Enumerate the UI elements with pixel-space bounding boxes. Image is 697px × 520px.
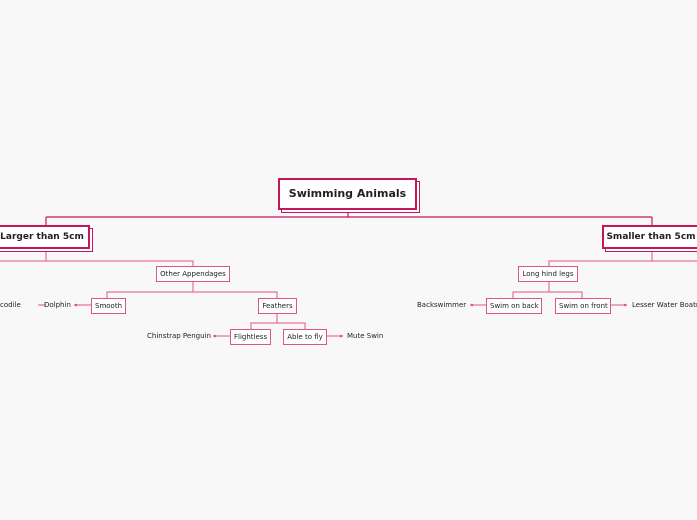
- connector-left-main: [0, 249, 194, 266]
- node-able-to-fly[interactable]: Able to fly: [283, 329, 327, 345]
- node-other-appendages[interactable]: Other Appendages: [156, 266, 230, 282]
- node-smooth[interactable]: Smooth: [91, 298, 126, 314]
- connector-long-hind-legs: [512, 281, 583, 298]
- node-feathers[interactable]: Feathers: [258, 298, 297, 314]
- leaf-mute-swan[interactable]: Mute Swin: [347, 332, 384, 340]
- leaf-lesser-water-boatman[interactable]: Lesser Water Boatm: [632, 301, 697, 309]
- node-swim-on-back[interactable]: Swim on back: [486, 298, 542, 314]
- leaf-chinstrap-penguin[interactable]: Chinstrap Penguin: [147, 332, 211, 340]
- connector-right-main: [548, 249, 697, 266]
- leaf-backswimmer[interactable]: Backswimmer: [417, 301, 467, 309]
- connector-root-branches: [45, 211, 653, 225]
- node-swim-on-front[interactable]: Swim on front: [555, 298, 611, 314]
- connector-other-appendages: [106, 281, 278, 298]
- main-node-smaller[interactable]: Smaller than 5cm: [602, 225, 697, 249]
- leaf-crocodile[interactable]: codile: [0, 301, 21, 309]
- main-node-larger[interactable]: Larger than 5cm: [0, 225, 90, 249]
- connector-feathers: [250, 313, 306, 329]
- node-long-hind-legs[interactable]: Long hind legs: [518, 266, 578, 282]
- node-flightless[interactable]: Flightless: [230, 329, 271, 345]
- root-node[interactable]: Swimming Animals: [278, 178, 417, 210]
- leaf-dolphin[interactable]: Dolphin: [44, 301, 71, 309]
